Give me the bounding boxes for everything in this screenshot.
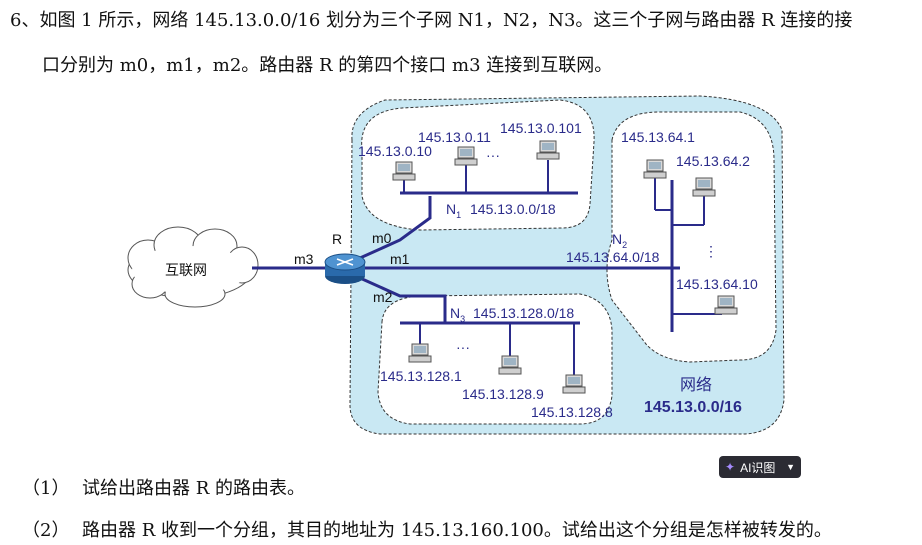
port-m0-label: m0 [372,230,392,246]
n2-host-3-computer-icon [714,295,738,315]
network-label: 网络 [680,375,712,394]
internet-label: 互联网 [165,262,207,278]
router-icon [324,253,366,284]
n1-host-1-label: 145.13.0.10 [358,143,432,159]
n3-host-3-label: 145.13.128.8 [531,404,613,420]
n1-host-3-computer-icon [536,140,560,160]
question-intro-line-1: 6、如图 1 所示，网络 145.13.0.0/16 划分为三个子网 N1，N2… [10,10,853,31]
n1-host-2-label: 145.13.0.11 [418,129,491,145]
n2-host-2-computer-icon [692,177,716,197]
question-intro-line-2: 口分别为 m0，m1，m2。路由器 R 的第四个接口 m3 连接到互联网。 [42,55,613,76]
n1-host-2-computer-icon [454,146,478,166]
sparkle-icon: ✦ [725,460,736,474]
n3-host-1-computer-icon [408,343,432,363]
router-label: R [332,231,342,247]
links [252,180,680,332]
ai-button-label: AI识图 [740,460,776,475]
n3-name: N3 [450,305,465,324]
n1-host-1-computer-icon [392,161,416,181]
hosts [392,140,738,394]
n1-name: N1 [446,201,461,220]
subnet-n3-region [377,293,613,425]
n2-host-3-label: 145.13.64.10 [676,276,758,292]
n3-prefix: 145.13.128.0/18 [473,305,574,321]
sub-question-2-number: （2） [22,520,70,541]
n3-ellipsis: ··· [456,339,470,355]
n1-prefix: 145.13.0.0/18 [470,201,556,217]
n2-host-1-label: 145.13.64.1 [621,129,695,145]
sub-question-2-text: 路由器 R 收到一个分组，其目的地址为 145.13.160.100。试给出这个… [82,520,832,541]
port-m3-label: m3 [294,251,314,267]
ai-recognize-button[interactable]: ✦ AI识图 ▼ [719,456,801,478]
n3-host-2-computer-icon [498,355,522,375]
host-drops [403,160,722,378]
n1-host-3-label: 145.13.0.101 [500,120,582,136]
network-prefix: 145.13.0.0/16 [644,399,742,416]
n2-host-2-label: 145.13.64.2 [676,153,750,169]
n1-ellipsis: ··· [486,147,500,163]
n2-ellipsis: ⋮ [704,243,718,259]
link-m2 [359,276,447,322]
sub-question-1-number: （1） [22,478,70,499]
n2-host-1-computer-icon [643,159,667,179]
link-m0 [359,196,432,260]
n3-host-3-computer-icon [562,374,586,394]
subnet-n1-region [361,99,595,231]
n2-name: N2 [612,231,627,250]
n2-prefix: 145.13.64.0/18 [566,249,660,265]
subnet-n2-region [606,111,777,363]
internet-cloud: 互联网 [127,226,259,308]
sub-question-1-text: 试给出路由器 R 的路由表。 [82,478,305,499]
chevron-down-icon: ▼ [786,462,795,472]
port-m2-label: m2 [373,289,393,305]
port-m1-label: m1 [390,251,410,267]
n3-host-2-label: 145.13.128.9 [462,386,544,402]
n3-host-1-label: 145.13.128.1 [380,368,462,384]
